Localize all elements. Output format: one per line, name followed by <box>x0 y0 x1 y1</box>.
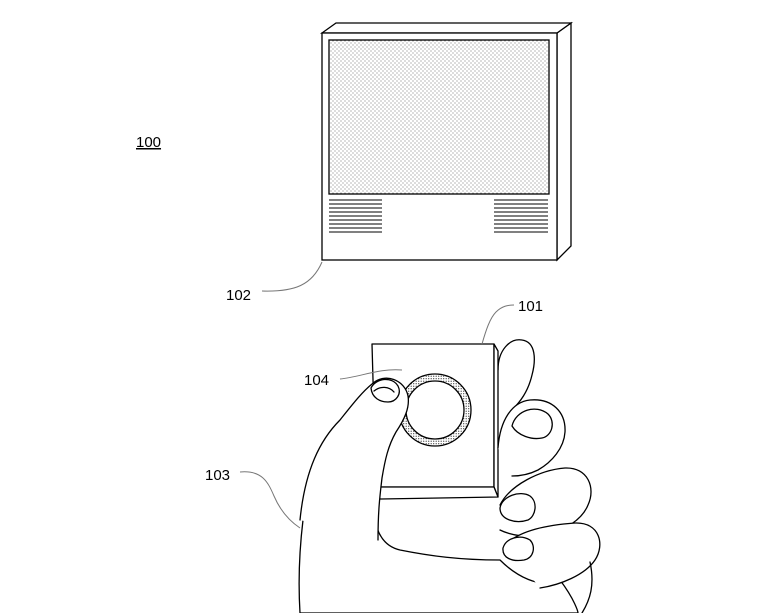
system-reference-label: 100 <box>136 134 161 151</box>
remote-leader-line <box>481 304 515 345</box>
remote-reference-label: 101 <box>518 298 543 315</box>
television-screen-icon <box>319 21 574 262</box>
display-leader-line <box>261 261 323 292</box>
left-speaker-grille <box>329 199 382 233</box>
hand-front-fingers <box>299 377 601 613</box>
remote-control-cube-icon <box>371 343 499 500</box>
hand-leader-line <box>239 471 301 529</box>
right-speaker-grille <box>494 199 548 233</box>
hand-reference-label: 103 <box>205 467 230 484</box>
button-reference-label: 104 <box>304 372 329 389</box>
remote-button-icon <box>398 373 472 447</box>
button-leader-line <box>339 369 403 380</box>
display-reference-label: 102 <box>226 287 251 304</box>
